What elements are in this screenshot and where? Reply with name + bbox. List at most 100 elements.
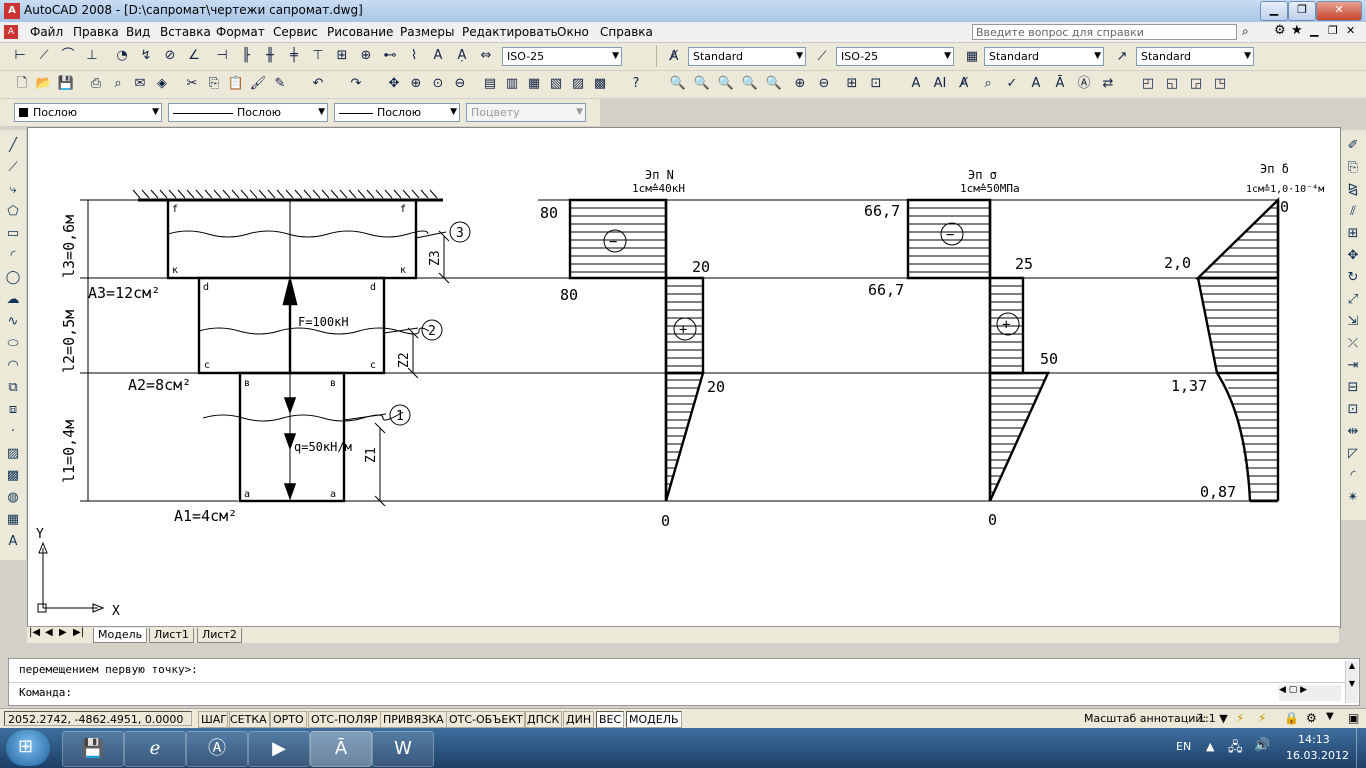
- menu-help[interactable]: Справка: [600, 25, 653, 39]
- rectangle-icon[interactable]: ▭: [6, 226, 20, 241]
- language-indicator[interactable]: EN: [1176, 740, 1192, 753]
- dtext-icon[interactable]: AI: [933, 76, 947, 91]
- dim-style-select-2[interactable]: ISO-25▼: [836, 47, 954, 66]
- circle-icon[interactable]: ◯: [5, 270, 21, 285]
- zoom-dynamic-icon[interactable]: 🔍: [693, 76, 711, 91]
- polar-toggle[interactable]: ОТС-ПОЛЯР: [308, 711, 381, 728]
- quick-dim-icon[interactable]: ⊣: [216, 48, 228, 63]
- taskbar-autocad-launcher[interactable]: Ⓐ: [186, 731, 248, 767]
- menu-tools[interactable]: Сервис: [273, 25, 318, 39]
- taskbar-word[interactable]: W: [372, 731, 434, 767]
- design-center-icon[interactable]: ▥: [505, 76, 519, 91]
- mtext-left-icon[interactable]: A: [8, 534, 18, 549]
- dyn-toggle[interactable]: ДИН: [563, 711, 595, 728]
- gradient-icon[interactable]: ▩: [6, 468, 20, 483]
- start-button[interactable]: ⊞: [6, 730, 50, 766]
- find-text-icon[interactable]: ⌕: [984, 76, 992, 91]
- tab-nav-first-icon[interactable]: |◀: [29, 627, 41, 638]
- doc-restore-button[interactable]: ❐: [1328, 24, 1338, 37]
- ellipse-icon[interactable]: ⬭: [7, 336, 19, 351]
- osnap-toggle[interactable]: ПРИВЯЗКА: [380, 711, 447, 728]
- redo-icon[interactable]: ↷: [350, 76, 362, 91]
- command-scrollbar[interactable]: ▲▼: [1345, 661, 1358, 703]
- calculator-icon[interactable]: ▩: [593, 76, 607, 91]
- edit-text-icon[interactable]: A̸: [959, 76, 969, 91]
- text-style-2-icon[interactable]: A: [1031, 76, 1041, 91]
- network-icon[interactable]: 🖧: [1228, 740, 1243, 755]
- dim-edit-icon[interactable]: A: [433, 48, 443, 63]
- show-desktop-button[interactable]: [1356, 728, 1366, 768]
- arc-icon[interactable]: ◜: [10, 248, 16, 263]
- tab-layout2[interactable]: Лист2: [197, 628, 242, 643]
- tab-nav-prev-icon[interactable]: ◀: [45, 627, 53, 638]
- zoom-realtime-icon[interactable]: ⊕: [410, 76, 422, 91]
- taskbar-save-app[interactable]: 💾: [62, 731, 124, 767]
- region-icon[interactable]: ◍: [7, 490, 19, 505]
- mleader-style-select[interactable]: Standard▼: [1136, 47, 1254, 66]
- scale-icon[interactable]: ⤢: [1347, 292, 1359, 307]
- linetype-select[interactable]: Послою▼: [168, 103, 328, 122]
- taskbar-media[interactable]: ▶: [248, 731, 310, 767]
- spell-check-icon[interactable]: ✓: [1006, 76, 1018, 91]
- command-hscroll[interactable]: ◀ ▢ ▶: [1279, 685, 1341, 701]
- drawing-canvas[interactable]: Y X l3=0,6м l2=0,5м l1=0,4м A3=12см² A2=…: [27, 127, 1341, 628]
- insert-block-icon[interactable]: ⧉: [8, 380, 18, 395]
- tab-nav-last-icon[interactable]: ▶|: [73, 627, 85, 638]
- draworder-front-icon[interactable]: ◰: [1141, 76, 1155, 91]
- autocad-app-icon[interactable]: A: [4, 3, 20, 19]
- taskbar-autocad-window[interactable]: Ā: [310, 731, 372, 767]
- extend-icon[interactable]: ⇥: [1347, 358, 1359, 373]
- dim-aligned-icon[interactable]: ⟋: [39, 48, 49, 63]
- zoom-previous-icon[interactable]: ⊖: [454, 76, 466, 91]
- break-at-point-icon[interactable]: ⊟: [1347, 380, 1359, 395]
- dim-diameter-icon[interactable]: ⊘: [164, 48, 176, 63]
- menu-view[interactable]: Вид: [126, 25, 151, 39]
- sheet-set-icon[interactable]: ▧: [549, 76, 563, 91]
- dim-baseline-icon[interactable]: ╟: [242, 48, 250, 63]
- show-hidden-icons[interactable]: ▲: [1206, 740, 1215, 753]
- tool-palettes-icon[interactable]: ▦: [527, 76, 541, 91]
- dim-space-icon[interactable]: ╪: [290, 48, 298, 63]
- status-menu-chevron-icon[interactable]: ▼: [1326, 711, 1334, 722]
- fillet-icon[interactable]: ◜: [1350, 468, 1356, 483]
- annotation-visibility-icon[interactable]: ⚡: [1236, 711, 1245, 725]
- rotate-icon[interactable]: ↻: [1347, 270, 1359, 285]
- draworder-under-icon[interactable]: ◳: [1213, 76, 1227, 91]
- annotation-scale-select[interactable]: 1:1 ▼: [1198, 712, 1228, 725]
- status-tray-icon[interactable]: ⚙: [1306, 711, 1317, 725]
- dim-angular-icon[interactable]: ∠: [188, 48, 200, 63]
- doc-minimize-button[interactable]: ▁: [1310, 24, 1319, 37]
- join-icon[interactable]: ⇹: [1347, 424, 1359, 439]
- menu-format[interactable]: Формат: [216, 25, 265, 39]
- zoom-window-2-icon[interactable]: 🔍: [669, 76, 687, 91]
- table-style-icon[interactable]: ▦: [965, 49, 979, 64]
- menu-insert[interactable]: Вставка: [160, 25, 211, 39]
- array-icon[interactable]: ⊞: [1347, 226, 1359, 241]
- ortho-toggle[interactable]: ОРТО: [270, 711, 307, 728]
- lineweight-select[interactable]: Послою▼: [334, 103, 460, 122]
- dim-style-icon[interactable]: ⟋: [817, 49, 827, 64]
- zoom-out-icon[interactable]: ⊖: [818, 76, 830, 91]
- dim-radius-icon[interactable]: ◔: [116, 48, 128, 63]
- tab-layout1[interactable]: Лист1: [149, 628, 194, 643]
- close-button[interactable]: ✕: [1316, 1, 1362, 21]
- jogged-linear-icon[interactable]: ⌇: [410, 48, 418, 63]
- menu-draw[interactable]: Рисование: [327, 25, 394, 39]
- menu-modify[interactable]: Редактировать: [462, 25, 558, 39]
- clock-date[interactable]: 16.03.2012: [1286, 749, 1349, 762]
- mirror-icon[interactable]: ⧎: [1347, 182, 1359, 197]
- clock-time[interactable]: 14:13: [1298, 733, 1330, 746]
- coordinates-display[interactable]: 2052.2742, -4862.4951, 0.0000: [4, 711, 192, 726]
- erase-icon[interactable]: ✐: [1347, 138, 1359, 153]
- hatch-icon[interactable]: ▨: [6, 446, 20, 461]
- grid-toggle[interactable]: СЕТКА: [227, 711, 270, 728]
- dim-ordinate-icon[interactable]: ⊥: [86, 48, 98, 63]
- polyline-icon[interactable]: ⤷: [9, 182, 17, 197]
- new-file-icon[interactable]: 🗋: [16, 76, 28, 91]
- point-icon[interactable]: ·: [10, 424, 16, 439]
- table-style-select[interactable]: Standard▼: [984, 47, 1104, 66]
- publish-icon[interactable]: ✉: [134, 76, 146, 91]
- color-select[interactable]: Послою▼: [14, 103, 162, 122]
- doc-close-button[interactable]: ✕: [1346, 24, 1356, 37]
- zoom-window-icon[interactable]: ⊙: [432, 76, 444, 91]
